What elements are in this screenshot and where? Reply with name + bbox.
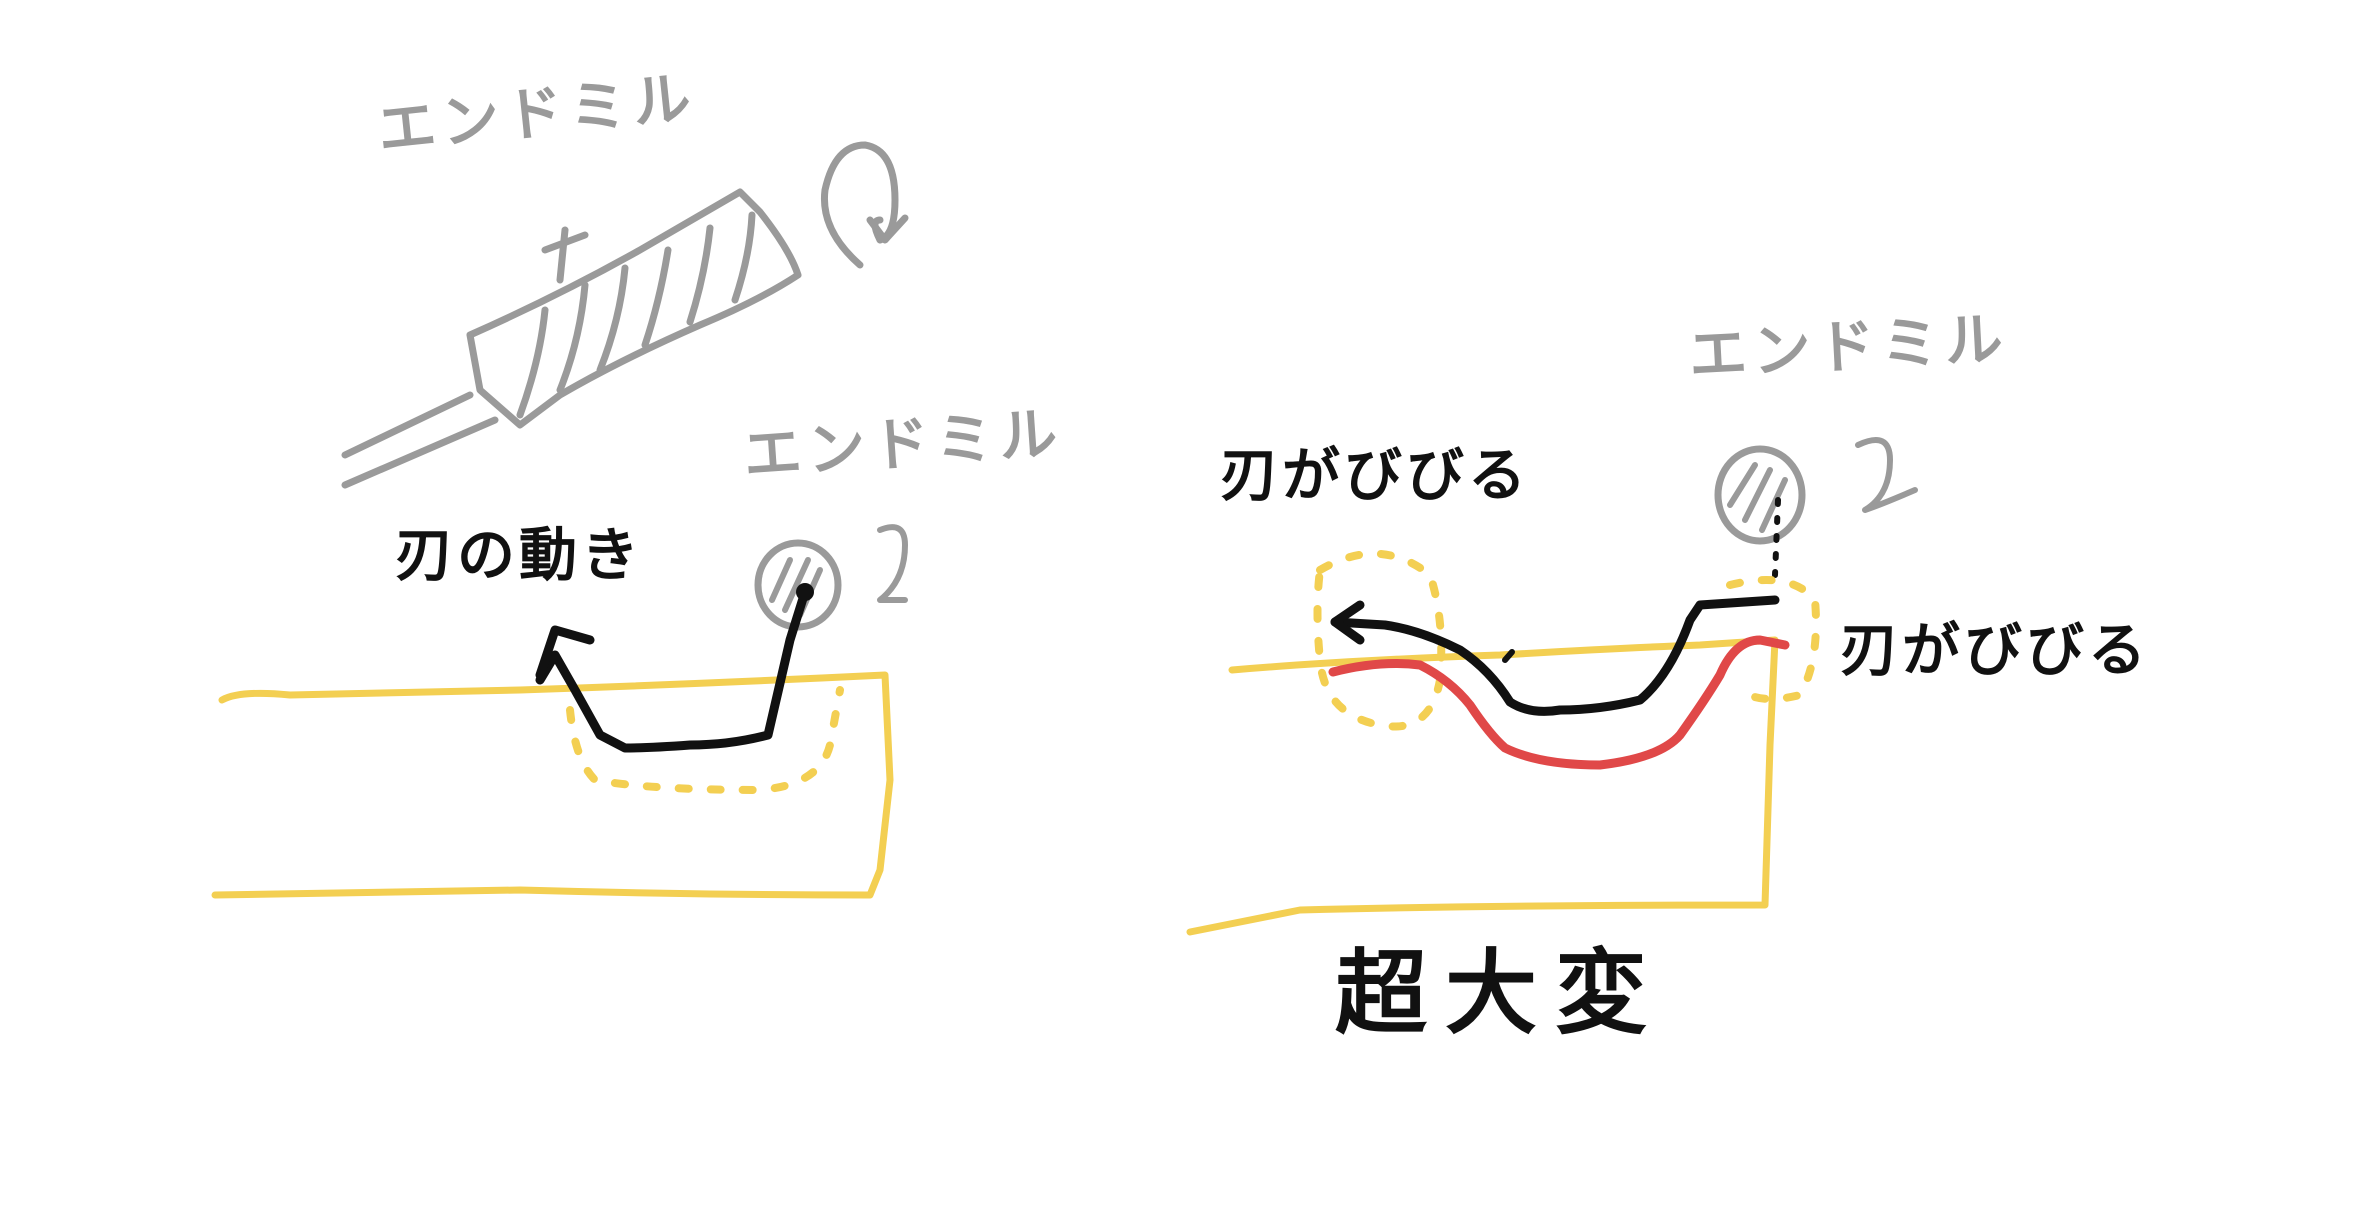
label-very-hard: 超大変 [1335, 940, 1665, 1047]
tool-path-left [535, 587, 810, 753]
endmill-flute-3 [596, 264, 629, 374]
endmill-shank-top [341, 391, 474, 459]
rotation-small-icon-right [1855, 437, 1918, 513]
rotation-small-icon-left [877, 524, 908, 603]
deflected-path-red [1328, 635, 1790, 770]
endmill-side-sketch: エンドミル [341, 63, 909, 489]
tool-path-arrowhead-left [535, 625, 595, 680]
tool-start-dot-left [796, 583, 814, 601]
label-endmill-top: エンドミル [374, 63, 699, 164]
endmill-flute-6 [731, 211, 756, 304]
left-diagram: エンドミル 刃の動き [211, 399, 1065, 899]
endmill-flute-1 [516, 306, 549, 419]
tool-path-right [1330, 595, 1780, 716]
workpiece-right [1186, 636, 1779, 936]
label-blade-motion: 刃の動き [395, 521, 643, 589]
vibration-dots [1772, 497, 1781, 578]
label-chatter-right: 刃がびびる [1840, 616, 2150, 684]
endmill-body-outline [466, 188, 802, 429]
endmill-flute-5 [686, 224, 714, 326]
dashed-chatter-region-left [1313, 549, 1446, 731]
hatched-circle-icon-right [1714, 445, 1806, 545]
label-endmill-left: エンドミル [741, 399, 1065, 489]
endmill-shank-bottom [341, 416, 499, 489]
workpiece-left [211, 671, 894, 899]
endmill-flute-2 [556, 281, 589, 394]
rotation-arrow-icon [820, 141, 899, 269]
dashed-chatter-region-right [1726, 576, 1820, 703]
tool-path-tick [1502, 649, 1515, 663]
right-diagram: エンドミル 刃がびびる 刃がびびる 超大変 [1186, 304, 2150, 1047]
tool-path-arrowhead-right [1330, 600, 1365, 645]
endmill-flute-4 [641, 246, 672, 349]
endmill-axis-mark [541, 226, 589, 284]
label-endmill-right: エンドミル [1687, 304, 2010, 389]
dashed-cut-region-left [566, 686, 844, 794]
hatch-lines-right [1727, 462, 1788, 533]
label-chatter-left: 刃がびびる [1220, 441, 1530, 509]
rotation-arrowhead-icon [866, 214, 909, 244]
